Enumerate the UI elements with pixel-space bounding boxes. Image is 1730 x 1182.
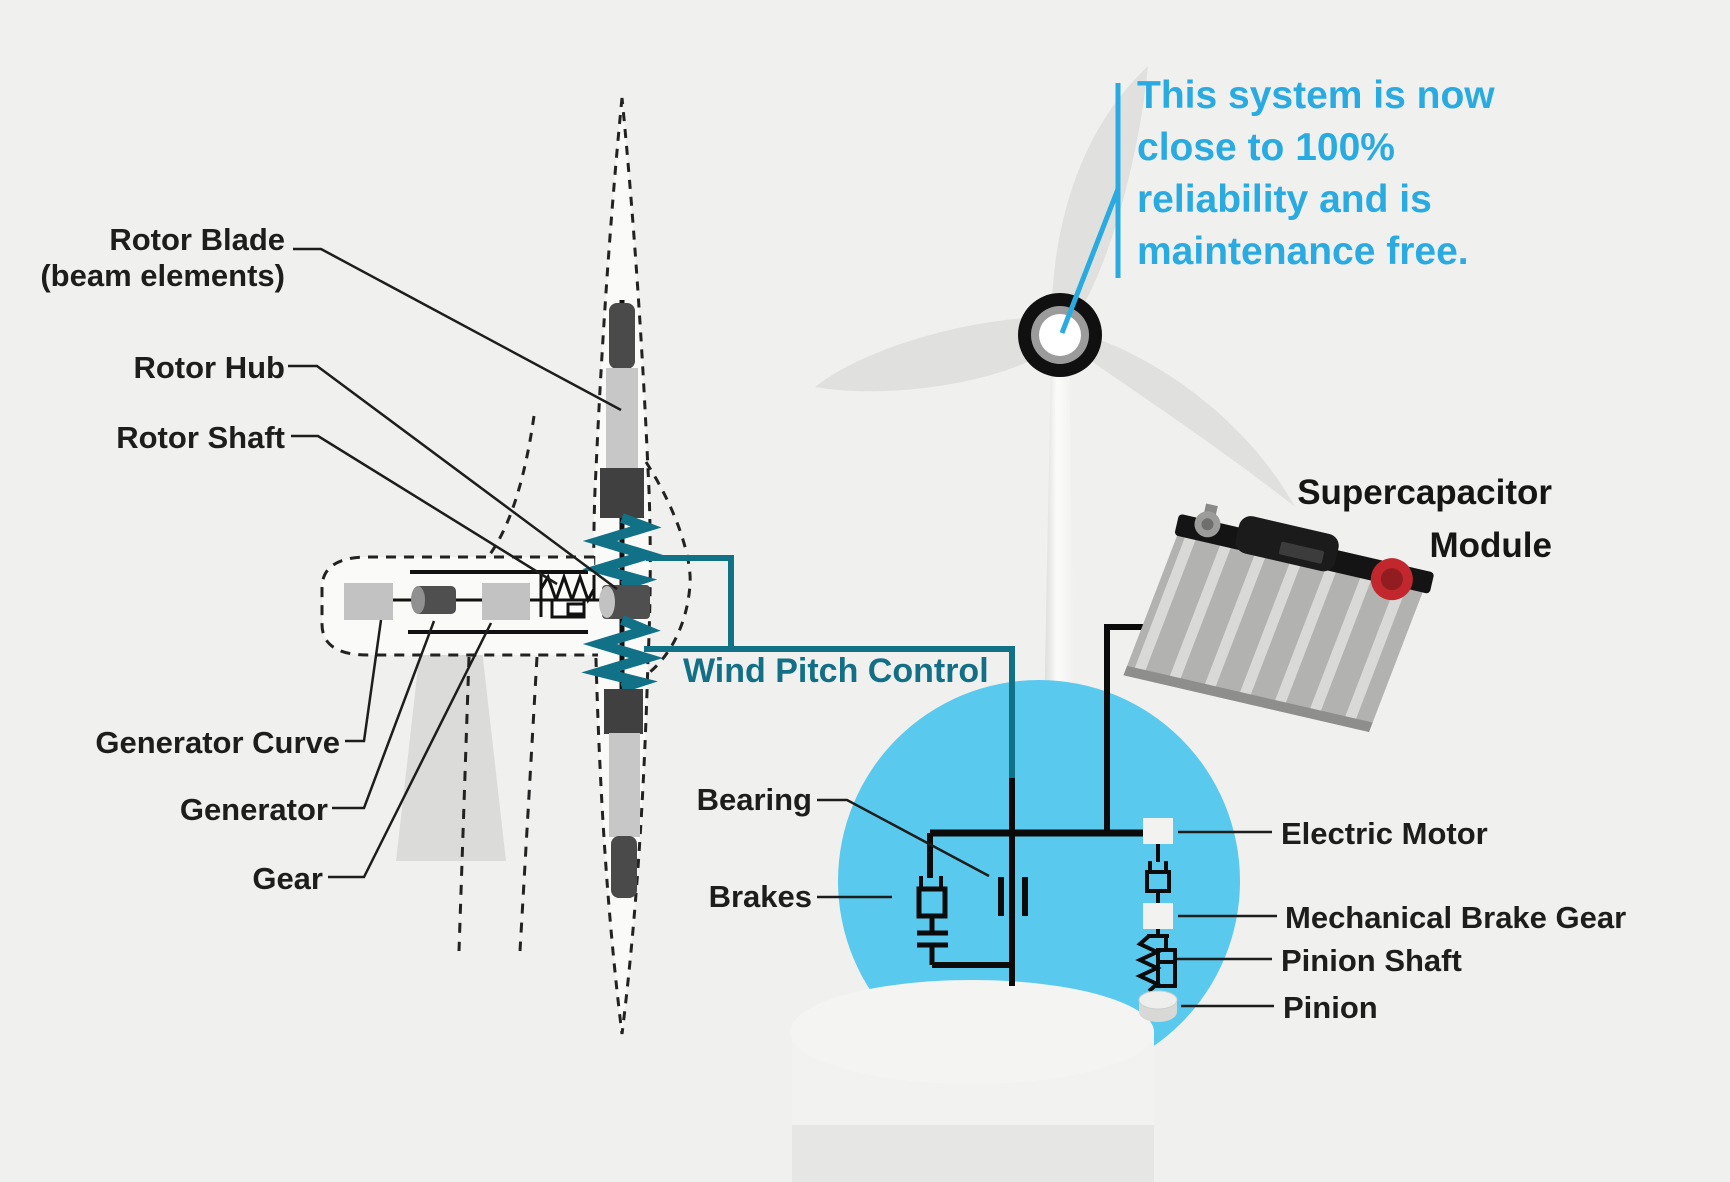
electric-motor-block — [1143, 818, 1173, 844]
supercapacitor-image — [1123, 503, 1434, 732]
pedestal — [790, 980, 1154, 1182]
generator-curve-label: Generator Curve — [95, 725, 340, 760]
rotor-blade-model — [581, 300, 664, 898]
rotor-hub-block — [599, 585, 650, 619]
supercapacitor-label-line2: Module — [1429, 526, 1552, 565]
pinion-block — [1138, 990, 1178, 1022]
blade-segment-dark-bottom — [611, 836, 637, 898]
generator-label: Generator — [179, 792, 328, 827]
blade-segment-light-top — [606, 368, 638, 468]
supercapacitor-label-line1: Supercapacitor — [1297, 473, 1552, 512]
generator-block — [411, 586, 456, 614]
blade-segment-dark-upper — [600, 468, 644, 518]
gear-block — [482, 583, 530, 620]
leader-lines — [288, 247, 1277, 1008]
mechanical-brake-gear-block — [1143, 903, 1173, 929]
rotor-shaft-label: Rotor Shaft — [116, 420, 285, 455]
pitch-spring-lower — [581, 615, 664, 693]
callout-line3: reliability and is — [1137, 178, 1432, 221]
nacelle-outline — [320, 555, 598, 657]
supercapacitor-module-label: Supercapacitor Module — [1240, 466, 1552, 572]
callout-line4: maintenance free. — [1137, 230, 1469, 273]
pinion-shaft-label: Pinion Shaft — [1281, 943, 1462, 978]
rotor-blade-label-line2: (beam elements) — [40, 258, 285, 293]
shaft-spring-damper — [539, 572, 596, 619]
turbine-blade-left — [815, 318, 1046, 392]
generator-curve-block — [344, 583, 393, 620]
wind-pitch-control-label: Wind Pitch Control — [683, 652, 989, 690]
callout-line1: This system is now — [1137, 74, 1495, 117]
mechanical-brake-gear-label: Mechanical Brake Gear — [1285, 900, 1627, 935]
bearing-label: Bearing — [696, 782, 812, 817]
wind-pitch-path — [644, 555, 1015, 780]
turbine-blade-top — [1052, 66, 1148, 314]
rotor-blade-label: Rotor Blade (beam elements) — [40, 222, 285, 294]
reliability-callout: This system is now close to 100% reliabi… — [1137, 70, 1495, 278]
blade-segment-light-bottom — [609, 733, 640, 837]
brakes-label: Brakes — [708, 879, 812, 914]
rotor-blade-label-line1: Rotor Blade — [109, 222, 285, 257]
pinion-label: Pinion — [1283, 990, 1378, 1025]
turbine-blade-right — [1078, 337, 1295, 507]
callout-line2: close to 100% — [1137, 126, 1395, 169]
drivetrain-model — [344, 570, 602, 634]
callout-lines — [1059, 83, 1121, 334]
nacelle-cowl-outline — [486, 415, 692, 674]
electric-motor-label: Electric Motor — [1281, 816, 1488, 851]
gear-label: Gear — [252, 861, 323, 896]
turbine-hub — [1018, 293, 1102, 377]
blade-segment-dark-lower — [604, 689, 643, 734]
blade-segment-dark-top — [609, 303, 635, 369]
rotor-hub-label: Rotor Hub — [133, 350, 285, 385]
